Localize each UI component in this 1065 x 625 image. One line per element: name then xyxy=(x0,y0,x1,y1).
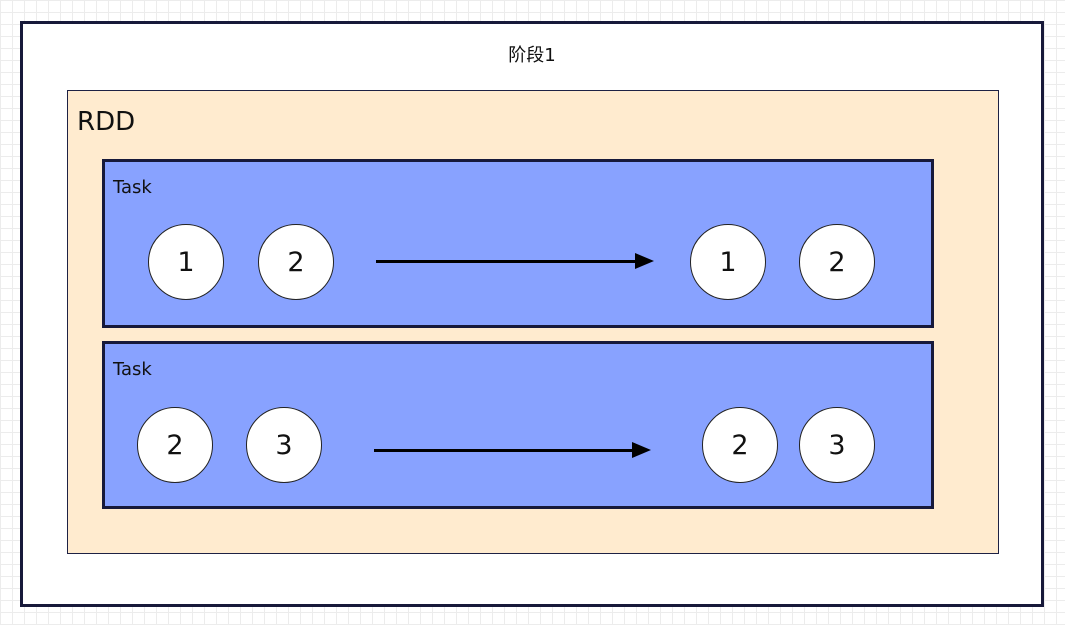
task-2-arrow xyxy=(374,442,651,458)
task-label: Task xyxy=(113,359,152,380)
task-1-output-partition-1: 1 xyxy=(690,224,766,300)
task-box-2: Task xyxy=(102,341,934,509)
task-2-input-partition-2: 3 xyxy=(246,407,322,483)
task-2-output-partition-2: 3 xyxy=(799,407,875,483)
task-1-input-partition-2: 2 xyxy=(258,224,334,300)
rdd-label: RDD xyxy=(77,107,136,137)
task-2-output-partition-1: 2 xyxy=(702,407,778,483)
task-1-input-partition-1: 1 xyxy=(148,224,224,300)
task-1-output-partition-2: 2 xyxy=(799,224,875,300)
task-box-1: Task xyxy=(102,159,934,328)
task-2-input-partition-1: 2 xyxy=(137,407,213,483)
task-1-arrow xyxy=(376,253,654,269)
task-label: Task xyxy=(113,177,152,198)
stage-title: 阶段1 xyxy=(508,45,556,66)
